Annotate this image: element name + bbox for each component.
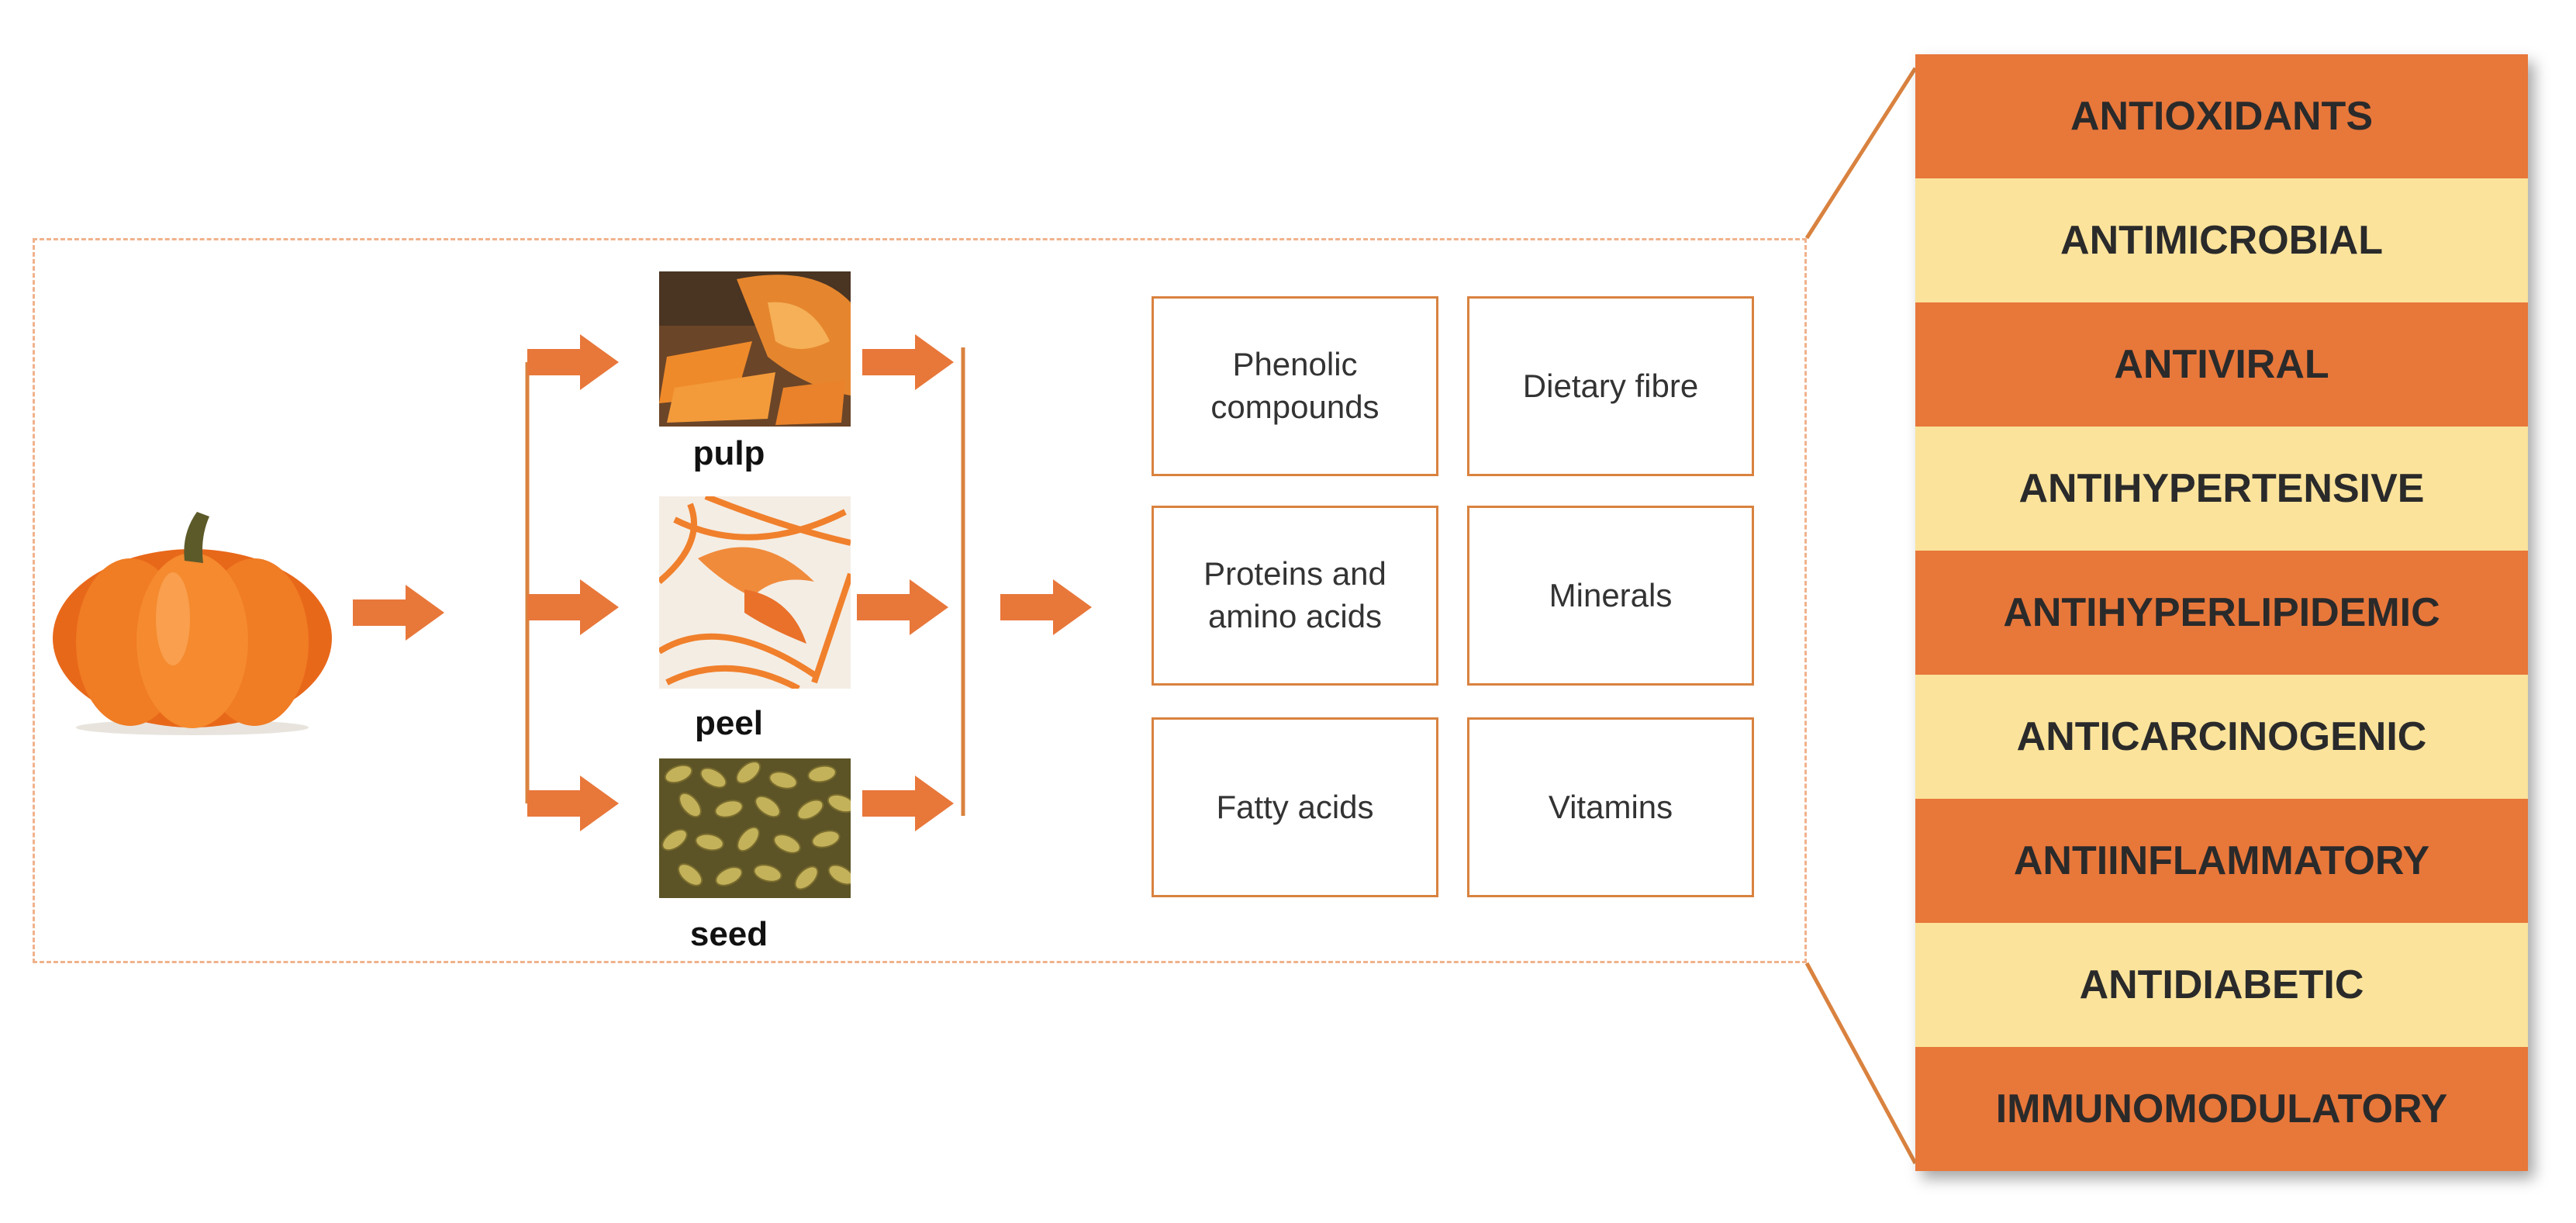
part-label-peel: peel <box>694 704 764 742</box>
zoom-line-bottom <box>1804 962 1918 1165</box>
activity-antihypertensive: ANTIHYPERTENSIVE <box>1915 427 2528 551</box>
activity-antioxidants: ANTIOXIDANTS <box>1915 54 2528 178</box>
part-label-seed: seed <box>689 915 768 953</box>
activity-antihyperlipidemic: ANTIHYPERLIPIDEMIC <box>1915 551 2528 675</box>
compound-phenolic: Phenolic compounds <box>1152 296 1438 476</box>
pumpkin-seed-photo <box>659 758 851 898</box>
compound-proteins: Proteins and amino acids <box>1152 506 1438 686</box>
compound-vitamins: Vitamins <box>1467 717 1754 897</box>
pumpkin-peel-photo <box>659 496 851 689</box>
bioactive-frame <box>33 238 1807 963</box>
activity-antidiabetic: ANTIDIABETIC <box>1915 923 2528 1047</box>
activity-immunomodulatory: IMMUNOMODULATORY <box>1915 1047 2528 1171</box>
pumpkin-icon <box>45 503 340 735</box>
activity-antiviral: ANTIVIRAL <box>1915 302 2528 427</box>
activity-anticarcinogenic: ANTICARCINOGENIC <box>1915 675 2528 799</box>
compound-fatty-acids: Fatty acids <box>1152 717 1438 897</box>
part-label-pulp: pulp <box>692 434 765 472</box>
pumpkin-pulp-photo <box>659 271 851 427</box>
activity-antimicrobial: ANTIMICROBIAL <box>1915 178 2528 302</box>
activity-antiinflammatory: ANTIINFLAMMATORY <box>1915 799 2528 923</box>
bioactivity-panel: ANTIOXIDANTS ANTIMICROBIAL ANTIVIRAL ANT… <box>1915 54 2528 1171</box>
zoom-line-top <box>1804 67 1918 240</box>
compound-dietary-fibre: Dietary fibre <box>1467 296 1754 476</box>
compound-minerals: Minerals <box>1467 506 1754 686</box>
